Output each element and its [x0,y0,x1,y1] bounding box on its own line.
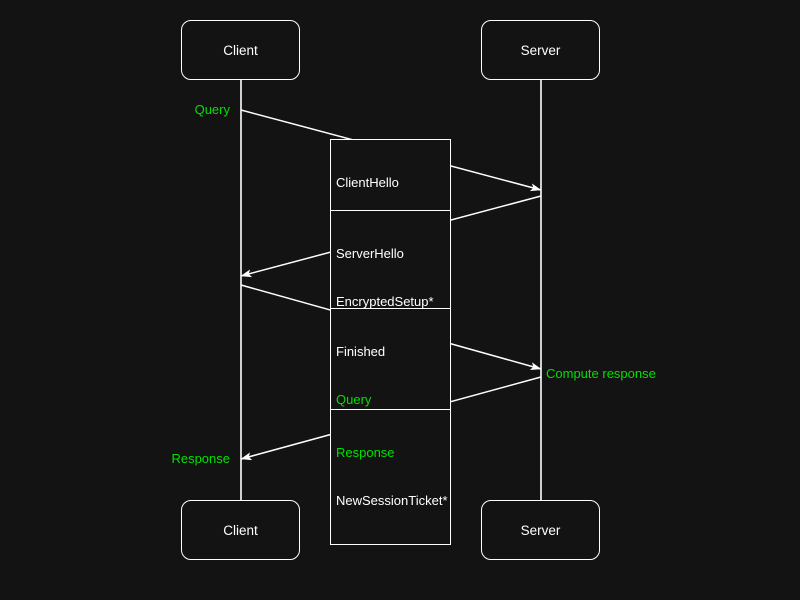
message-line-finished-2: Finished [336,344,386,359]
message-line-serverhello: ServerHello [336,246,404,261]
actor-box-server-bottom[interactable]: Server [481,500,600,560]
actor-label-client-bottom: Client [223,522,258,538]
message-line-clienthello: ClientHello [336,175,399,190]
message-line-newsessionticket: NewSessionTicket* [336,493,448,508]
message-line-query: Query [336,392,372,407]
actor-label-client-top: Client [223,42,258,58]
message-line-response: Response [336,445,395,460]
annotation-response: Response [171,451,230,466]
annotation-query: Query [194,102,230,117]
actor-box-client-top[interactable]: Client [181,20,300,80]
message-line-encryptedsetup: EncryptedSetup* [336,294,434,309]
actor-box-server-top[interactable]: Server [481,20,600,80]
actor-box-client-bottom[interactable]: Client [181,500,300,560]
actor-label-server-top: Server [520,42,561,58]
message-box-response-ticket[interactable]: Response NewSessionTicket* [330,409,451,545]
annotation-compute-response: Compute response [546,366,656,381]
actor-label-server-bottom: Server [520,522,561,538]
